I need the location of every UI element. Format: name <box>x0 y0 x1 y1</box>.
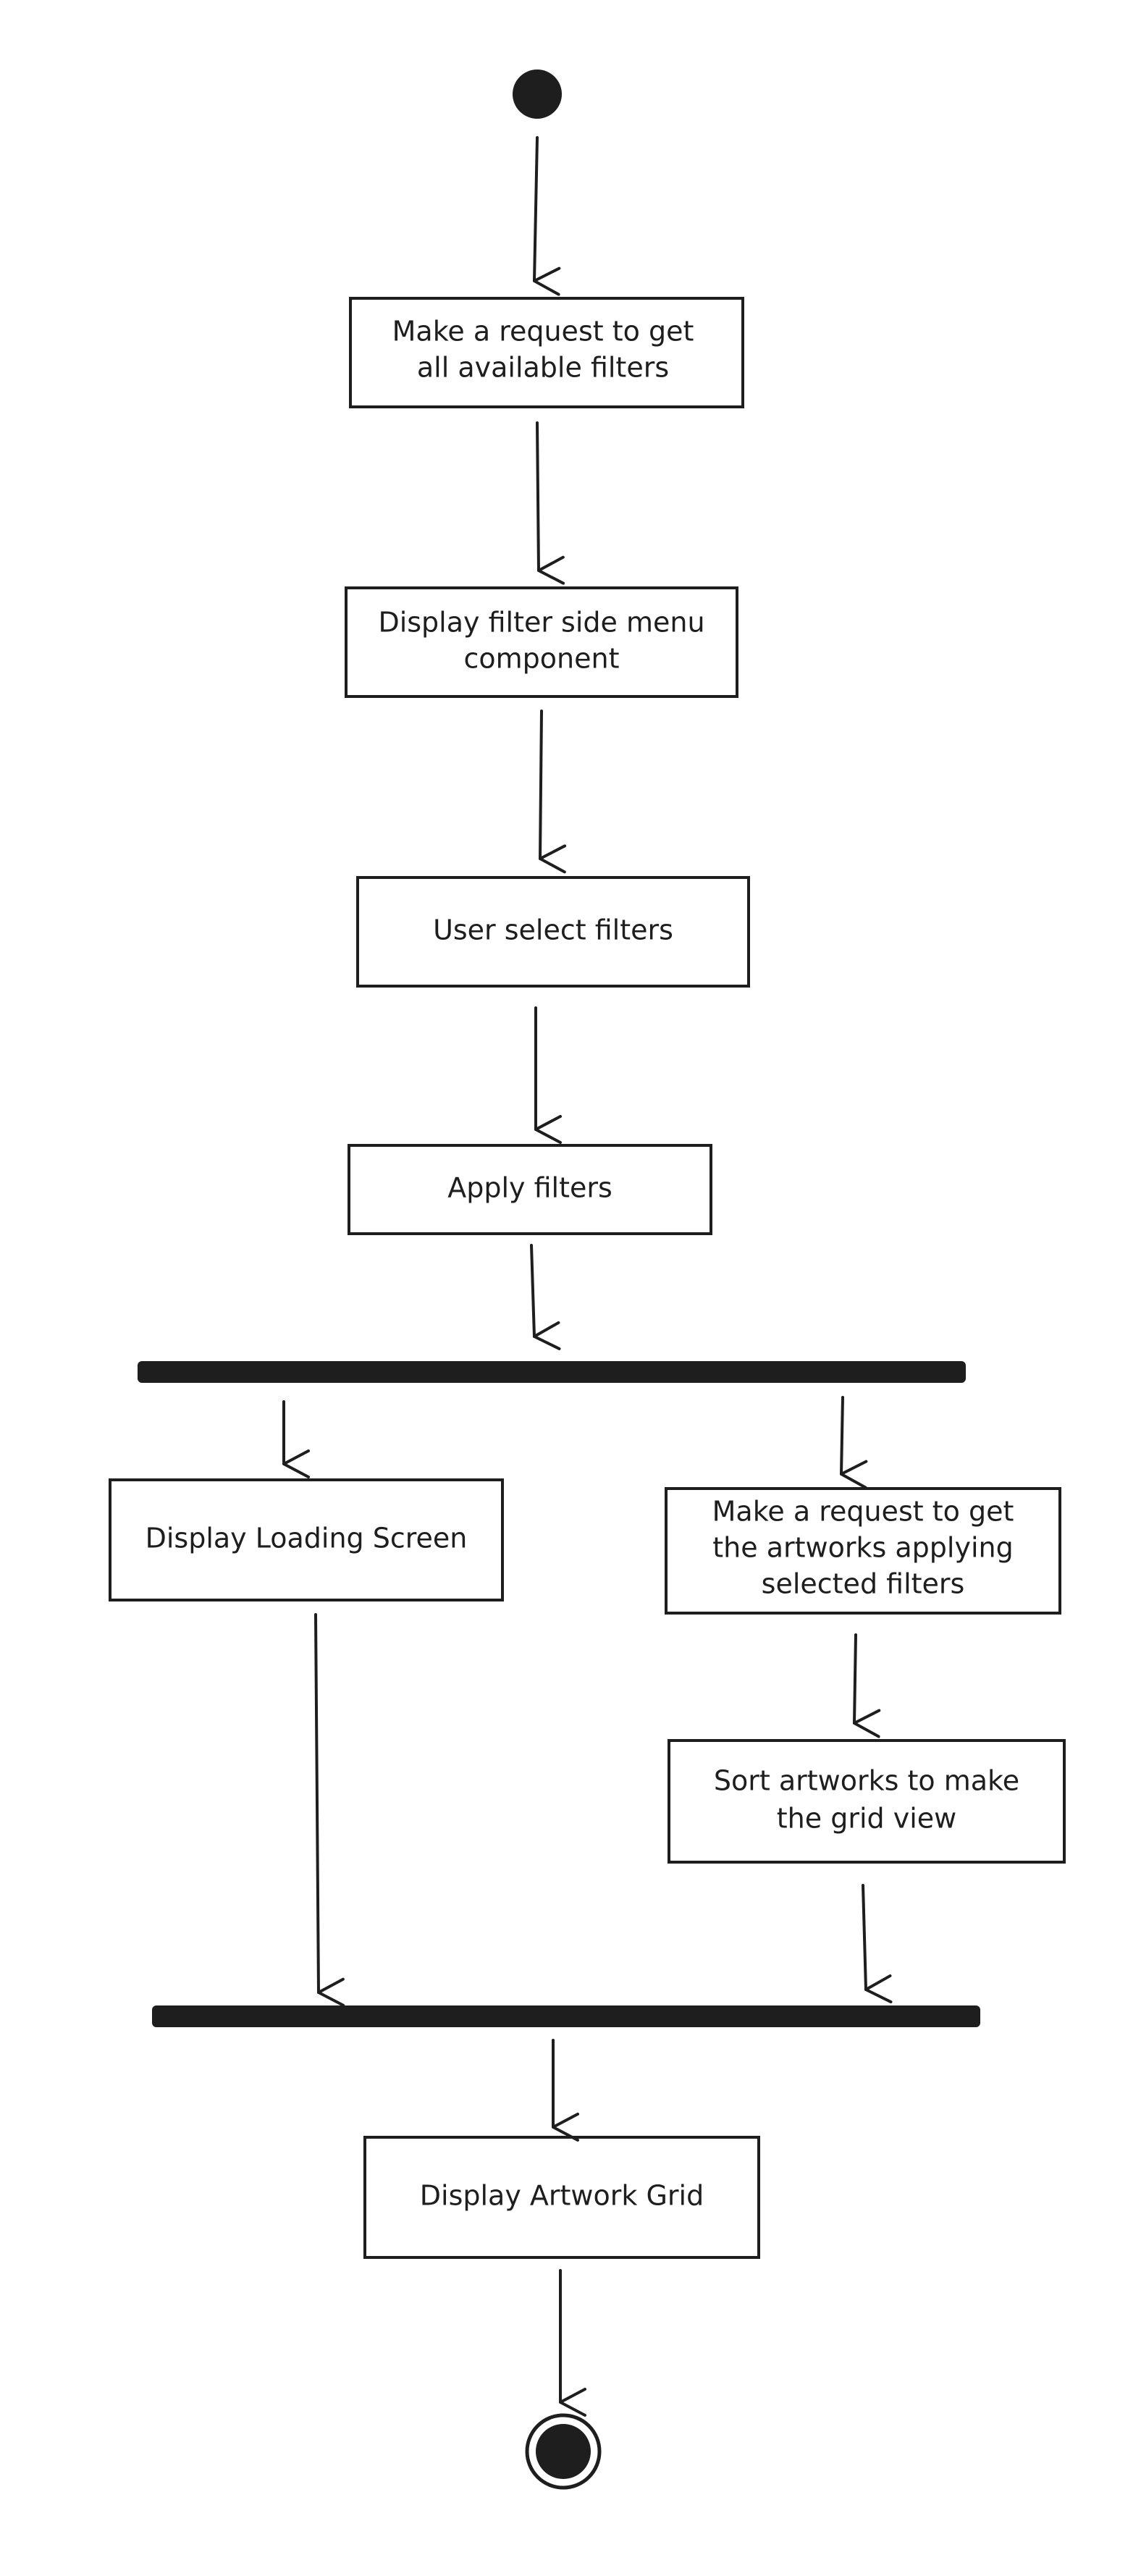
arrow-start-to-request-filters <box>533 136 561 296</box>
arrow-apply-to-fork <box>530 1244 561 1350</box>
fork-bar <box>138 1361 966 1383</box>
request-filters-line-1: Make a request to get <box>392 316 694 348</box>
action-request-filters: Make a request to get all available filt… <box>349 297 744 408</box>
apply-filters-label: Apply filters <box>447 1172 612 1204</box>
action-apply-filters: Apply filters <box>348 1144 712 1235</box>
arrow-loading-to-join <box>314 1613 345 2007</box>
action-request-artworks: Make a request to get the artworks apply… <box>665 1487 1061 1615</box>
join-bar <box>152 2005 980 2027</box>
action-display-artwork-grid: Display Artwork Grid <box>363 2136 760 2259</box>
request-artworks-line-3: selected filters <box>762 1568 965 1600</box>
start-node <box>513 70 562 119</box>
action-display-loading: Display Loading Screen <box>109 1478 504 1601</box>
display-filter-menu-line-1: Display filter side menu <box>378 607 704 639</box>
action-display-filter-menu: Display filter side menu component <box>345 586 738 698</box>
request-artworks-line-1: Make a request to get <box>712 1496 1014 1528</box>
display-artwork-grid-label: Display Artwork Grid <box>420 2180 704 2212</box>
action-user-select-filters: User select filters <box>356 876 750 988</box>
request-artworks-line-2: the artworks applying <box>712 1532 1013 1564</box>
display-loading-label: Display Loading Screen <box>146 1523 468 1554</box>
arrow-request-artworks-to-sort <box>853 1633 881 1738</box>
arrow-menu-to-user-select <box>539 710 567 874</box>
arrow-request-filters-to-menu <box>536 421 565 585</box>
end-node <box>525 2413 602 2490</box>
arrow-fork-to-request-artworks <box>840 1396 868 1489</box>
sort-artworks-line-1: Sort artworks to make <box>714 1765 1019 1797</box>
arrow-sort-to-join <box>862 1884 893 2004</box>
request-filters-line-2: all available filters <box>417 352 669 384</box>
display-filter-menu-line-2: component <box>464 643 620 675</box>
action-sort-artworks: Sort artworks to make the grid view <box>668 1739 1066 1864</box>
user-select-filters-label: User select filters <box>433 914 673 946</box>
sort-artworks-line-2: the grid view <box>777 1803 956 1835</box>
